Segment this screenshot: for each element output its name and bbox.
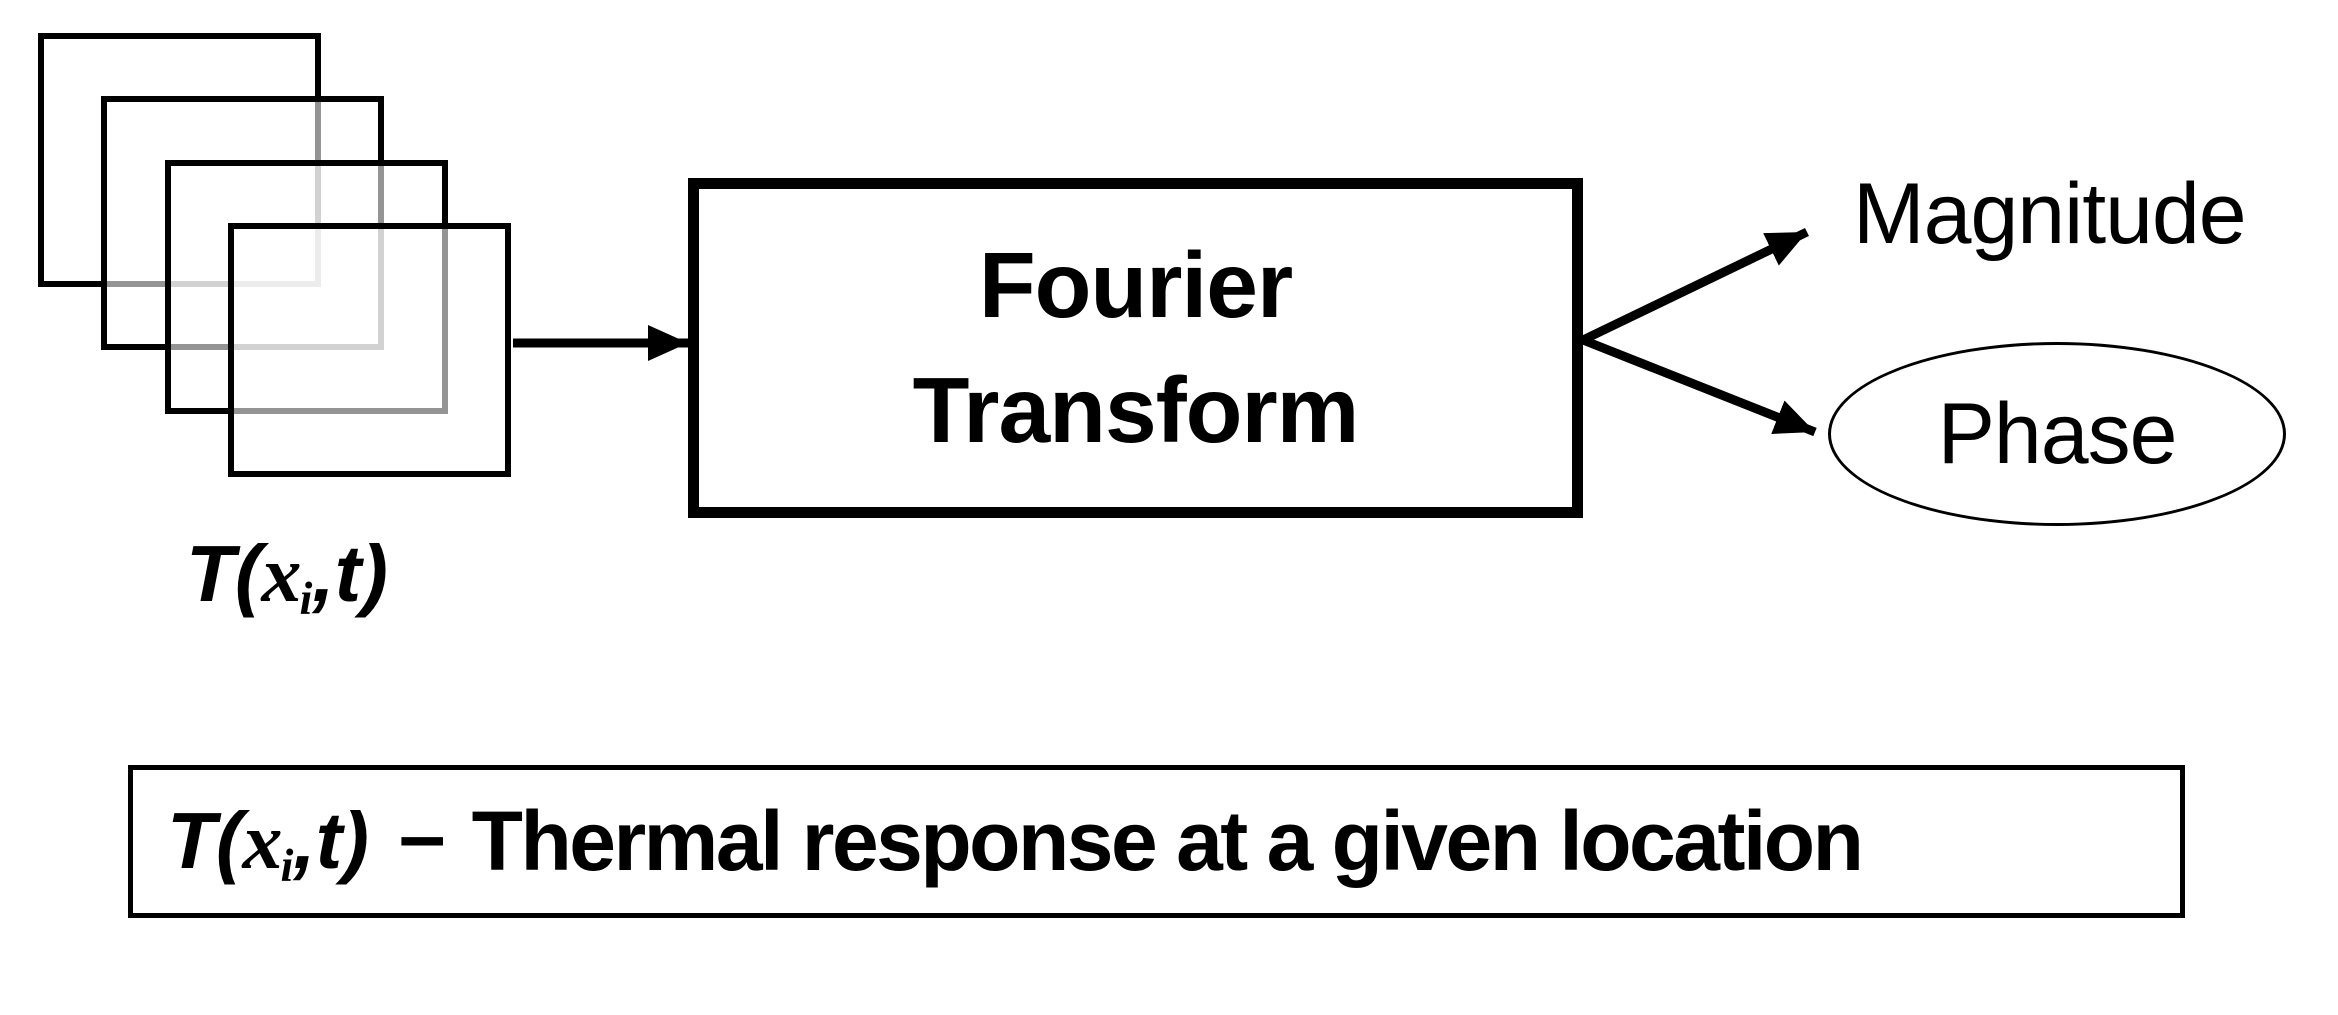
legend-formula-suffix: ,t) — [293, 796, 369, 885]
phase-arrow-icon — [1581, 335, 1817, 437]
legend-separator-dash: – — [398, 788, 446, 882]
legend-formula: T(xi,t) — [167, 801, 369, 890]
legend-formula-prefix: T( — [167, 796, 243, 885]
formula-variable: x — [261, 531, 302, 619]
phase-label: Phase — [1937, 386, 2178, 482]
fourier-box-label-line1: Fourier — [978, 233, 1293, 337]
magnitude-arrow-icon — [1581, 227, 1809, 345]
formula-prefix: T( — [186, 529, 262, 618]
stack-formula-label: T(xi,t) — [186, 534, 388, 623]
formula-subscript: i — [299, 573, 313, 625]
fourier-transform-box: Fourier Transform — [688, 178, 1583, 518]
legend-box: T(xi,t) – Thermal response at a given lo… — [128, 765, 2185, 918]
fourier-box-label-line2: Transform — [912, 358, 1360, 462]
phase-ellipse: Phase — [1828, 342, 2286, 526]
frame-square — [227, 222, 511, 477]
legend-formula-subscript: i — [280, 840, 294, 892]
magnitude-label: Magnitude — [1853, 166, 2247, 262]
frame-stack — [0, 0, 560, 520]
legend-formula-variable: x — [242, 798, 283, 886]
formula-suffix: ,t) — [312, 529, 388, 618]
legend-description: Thermal response at a given location — [471, 794, 1864, 888]
